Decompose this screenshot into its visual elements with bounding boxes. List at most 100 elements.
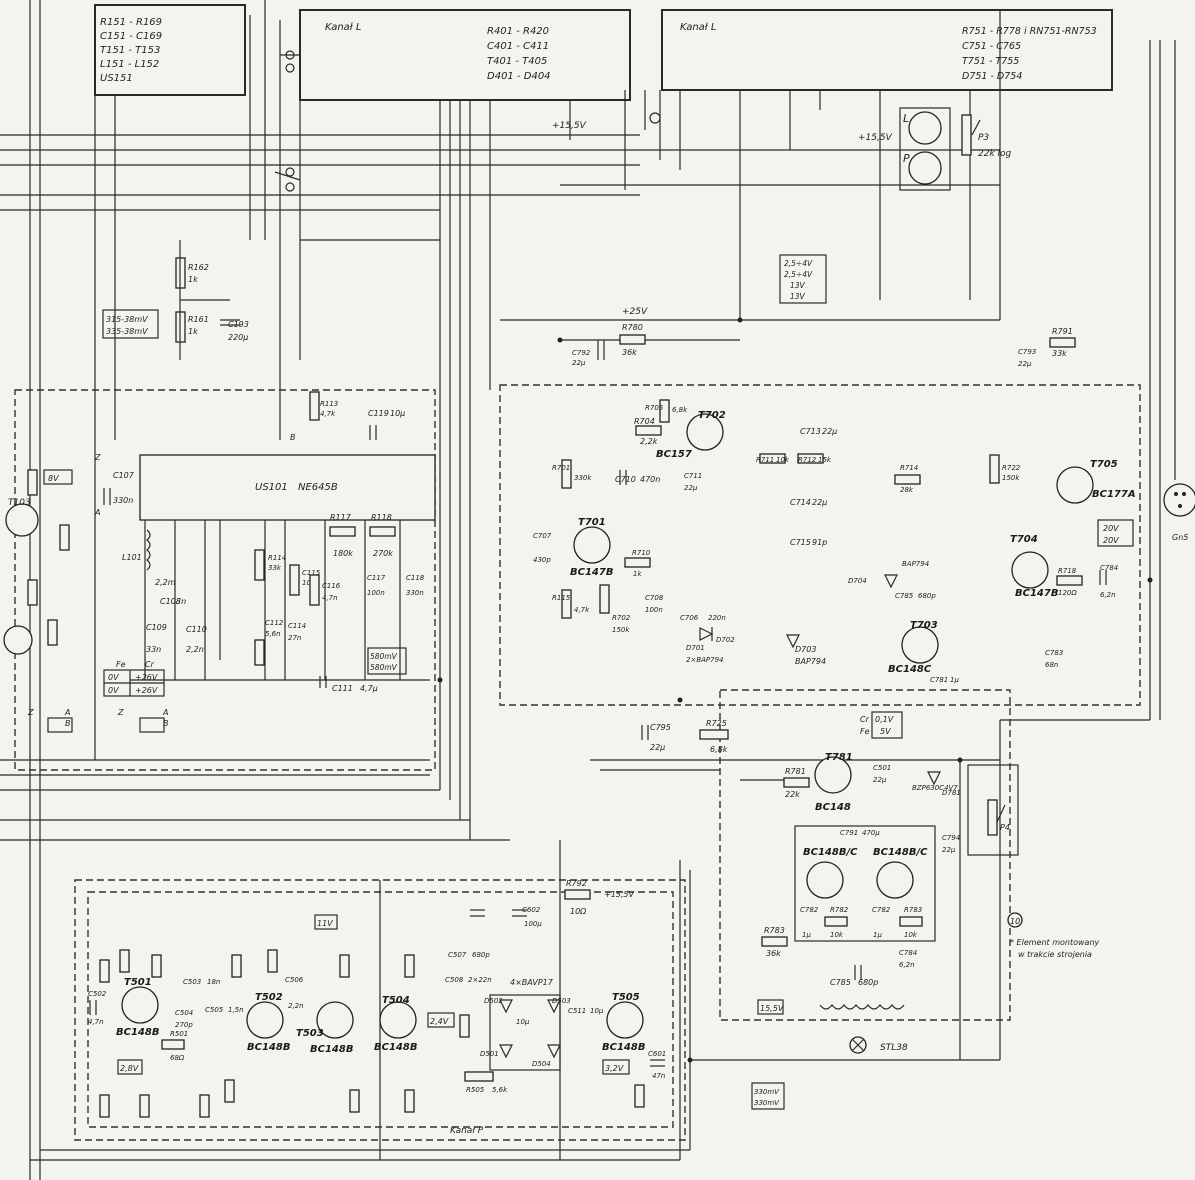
r117-ref: R117 [330, 513, 352, 522]
c713-val: 68n [1045, 661, 1058, 669]
v15-top-2: +15,5V [858, 133, 893, 143]
c794-val: 22μ [650, 743, 665, 752]
c706-val: 22μ [684, 484, 698, 492]
t702-ref: T702 [698, 410, 726, 421]
note-text-1: * Element montowany [1010, 938, 1100, 947]
r501-ref: R792 [566, 879, 587, 888]
c112-ref: C112 [265, 619, 284, 627]
c111-ref: C111 [332, 684, 353, 693]
c781-ref: C782 [872, 906, 891, 914]
kanal-l-1-item: T401 - T405 [487, 56, 547, 67]
t504-type: BC148B [374, 1042, 417, 1053]
c511-ref: C601 [648, 1050, 666, 1058]
sw-a2: A [162, 708, 168, 717]
v11-label: 11V [317, 919, 333, 928]
c783-ref: C791 [840, 829, 858, 837]
t501-ref: T501 [124, 977, 152, 988]
c119-ref: C119 [368, 409, 389, 418]
c783-val: 470μ [862, 829, 880, 837]
t501-type: BC148B [116, 1027, 159, 1038]
c711-val: 1μ [950, 676, 959, 684]
sel-b: 2,5÷4V [784, 270, 813, 279]
c107-val: 330n [113, 496, 133, 505]
r714-val: 15k [818, 456, 832, 464]
fe-r2: 0V [108, 686, 119, 695]
cr-r1: +26V [135, 673, 158, 682]
c782-val: 1μ [802, 931, 811, 939]
c601-val: 100μ [524, 920, 542, 928]
oscillator-module-outline [719, 689, 1011, 1021]
c701-val: 430p [533, 556, 551, 564]
c702-ref: C708 [645, 594, 664, 602]
record-amp-module-outline [499, 384, 1141, 706]
c119-val: 10μ [390, 409, 405, 418]
coil-l101: L101 2,2m [122, 529, 176, 587]
rf-list-item: L151 - L152 [100, 59, 159, 70]
note-num: 10 [1010, 917, 1020, 926]
d703-type: BAP794 [795, 657, 826, 666]
c795-ref: C501 [873, 764, 891, 772]
kanal-l-2-item: T751 - T755 [962, 56, 1019, 67]
r705-val: 1k [633, 570, 642, 578]
t705-ref: T705 [1090, 459, 1118, 470]
r117-val: 180k [333, 549, 353, 558]
c506-val: 680p [472, 951, 490, 959]
c107-cap: C107 330n [103, 471, 135, 505]
r118-ref: R118 [371, 513, 392, 522]
transistor-t701: T701 BC147B C710 470n R701 330k R115 4,7… [533, 459, 664, 634]
meter-p-label: P [903, 152, 910, 165]
rf-component-list: R151 - R169 C151 - C169 T151 - T153 L151… [100, 17, 162, 84]
v24-label: 2,4V [430, 1017, 449, 1026]
t781-type: BC148 [815, 802, 851, 813]
c118-ref: C118 [406, 574, 425, 582]
c501-val: 4,7n [88, 1018, 104, 1026]
c706-ref: C711 [684, 472, 702, 480]
junction-dots [437, 317, 1153, 1063]
left-rail-resistors: R162 1k R161 1k C193 220μ [175, 240, 249, 360]
d504-ref: D504 [532, 1060, 551, 1068]
c501-ref: C502 [88, 990, 107, 998]
d703-ref: D703 [795, 645, 816, 654]
transistor-t504: T504 BC148B C507 680p C508 2×22n 2,4V [374, 951, 492, 1053]
c112-val: 5,6n [265, 630, 281, 638]
r702-ref: R701 [552, 464, 570, 472]
sw-z3: Z [94, 453, 101, 462]
kanal-l-1-title: Kanał L [325, 22, 361, 33]
mv1-b: 335-38mV [106, 327, 148, 336]
r710-val: 2,2k [640, 437, 658, 446]
r161-ref: R161 [188, 315, 209, 324]
c510-val: 10μ [590, 1007, 604, 1015]
pot-p3-value: 22k log [978, 149, 1012, 159]
c784-ref: C784 [899, 949, 917, 957]
c708-ref: C714 [790, 498, 811, 507]
r162-val: 1k [188, 275, 198, 284]
d781-ref: D781 [942, 789, 961, 797]
rf-block-outline [94, 4, 246, 96]
c794-ref: C795 [650, 723, 671, 732]
t702-type: BC157 [656, 449, 692, 460]
r113-val: 4,7k [320, 410, 336, 418]
c193-ref: C193 [228, 320, 249, 329]
t503-type: BC148B [310, 1044, 353, 1055]
l101-val: 2,2m [155, 578, 176, 587]
transistor-t502: T502 BC148B C505 1,5n C506 2,2n [205, 976, 304, 1053]
c793-val: 22μ [1018, 360, 1032, 368]
c785-val: 680p [858, 978, 878, 987]
c109-ref: C109 [146, 623, 167, 632]
c711-ref: C781 [930, 676, 948, 684]
kanal-l-2-item: C751 - C765 [962, 41, 1021, 52]
r704-ref: R702 [612, 614, 631, 622]
fe-head: Fe [116, 660, 126, 669]
t505-ref: T505 [612, 992, 640, 1003]
r161-val: 1k [188, 327, 198, 336]
sw-b1: B [65, 719, 71, 728]
selector-voltage-box: 2,5÷4V 2,5÷4V 13V 13V [779, 254, 827, 304]
kanal-l-2-item: D751 - D754 [962, 71, 1022, 82]
t505-type: BC148B [602, 1042, 645, 1053]
c707-val: 22μ [822, 427, 837, 436]
r114-val: 33k [268, 564, 282, 572]
r783-ref: R791 [1052, 327, 1073, 336]
kanal-l-1-item: C401 - C411 [487, 41, 549, 52]
